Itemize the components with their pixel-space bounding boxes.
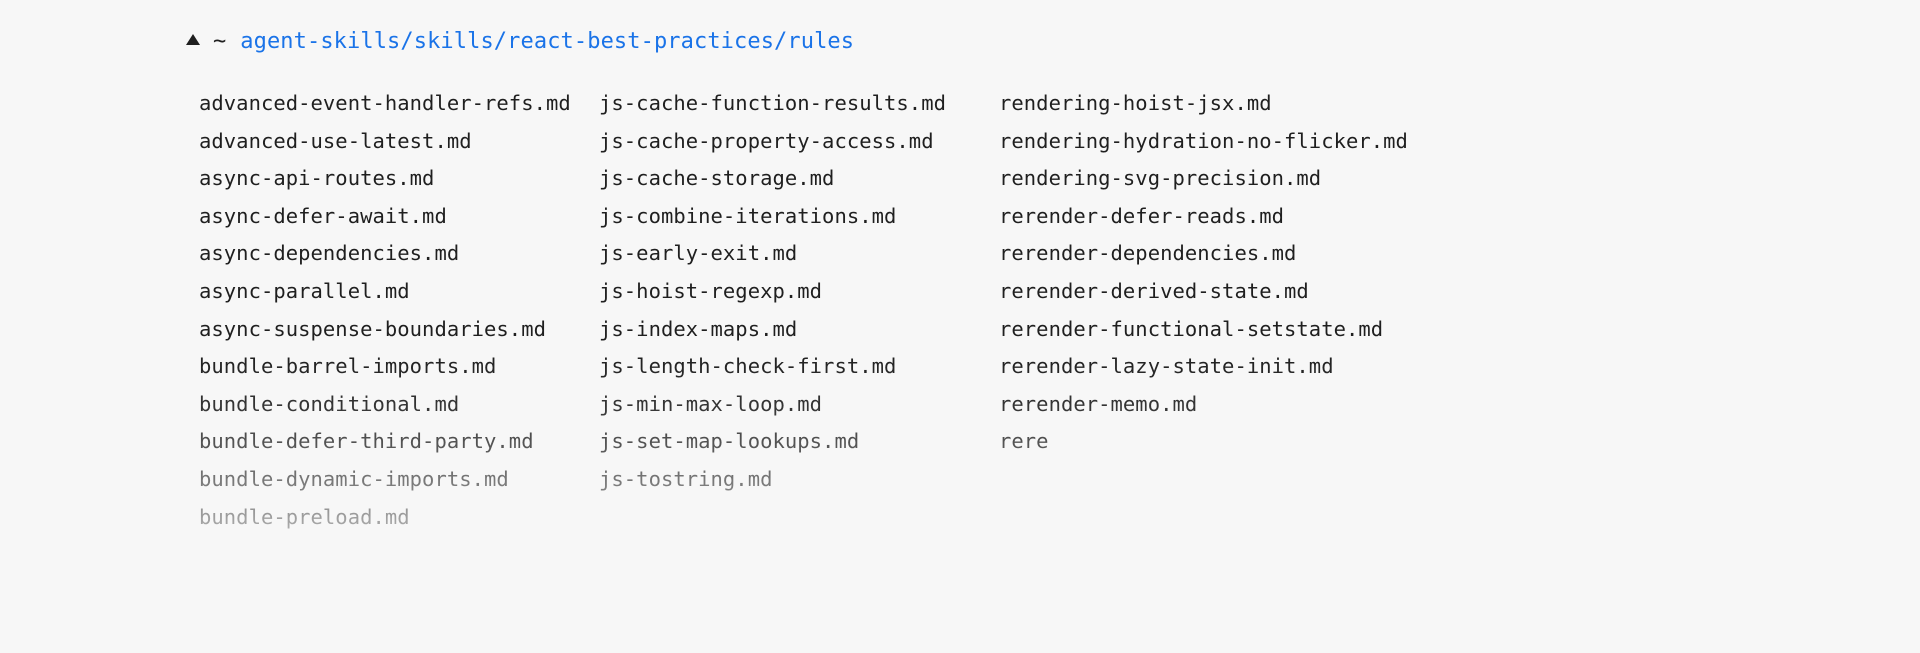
file-entry[interactable]: bundle-conditional.md <box>199 391 460 416</box>
file-column-2: js-cache-function-results.md js-cache-pro… <box>599 85 999 536</box>
file-entry[interactable]: async-defer-await.md <box>199 203 447 228</box>
file-entry[interactable]: js-tostring.md <box>599 466 773 491</box>
file-column-3: rendering-hoist-jsx.md rendering-hydratio… <box>999 85 1499 536</box>
file-columns: advanced-event-handler-refs.md advanced-u… <box>199 85 1899 536</box>
file-entry[interactable]: bundle-preload.md <box>199 504 410 529</box>
file-column-1: advanced-event-handler-refs.md advanced-u… <box>199 85 599 536</box>
file-entry[interactable]: async-parallel.md <box>199 278 410 303</box>
file-entry[interactable]: async-dependencies.md <box>199 241 460 266</box>
file-entry[interactable]: rerender-defer-reads.md <box>999 203 1285 228</box>
file-entry[interactable]: js-combine-iterations.md <box>599 203 897 228</box>
directory-path-link[interactable]: agent-skills/skills/react-best-practices… <box>240 29 855 54</box>
file-entry[interactable]: js-index-maps.md <box>599 316 798 341</box>
file-entry[interactable]: rerender-derived-state.md <box>999 278 1309 303</box>
file-entry[interactable]: rerender-dependencies.md <box>999 241 1297 266</box>
file-entry[interactable]: rendering-hoist-jsx.md <box>999 91 1272 115</box>
home-tilde-symbol: ~ <box>213 29 227 54</box>
file-entry[interactable]: js-cache-function-results.md <box>599 91 946 115</box>
file-entry[interactable]: rerender-functional-setstate.md <box>999 316 1384 341</box>
file-entry[interactable]: rendering-svg-precision.md <box>999 166 1322 191</box>
breadcrumb: ~ agent-skills/skills/react-best-practic… <box>186 31 854 61</box>
file-entry[interactable]: js-cache-property-access.md <box>599 128 934 153</box>
file-entry[interactable]: async-api-routes.md <box>199 166 435 191</box>
file-entry[interactable]: js-hoist-regexp.md <box>599 278 823 303</box>
file-entry[interactable]: advanced-event-handler-refs.md <box>199 91 571 115</box>
file-entry[interactable]: js-cache-storage.md <box>599 166 835 191</box>
triangle-up-icon[interactable] <box>186 34 200 45</box>
file-entry[interactable]: advanced-use-latest.md <box>199 128 472 153</box>
file-entry[interactable]: rerender-memo.md <box>999 391 1198 416</box>
file-entry[interactable]: js-length-check-first.md <box>599 354 897 379</box>
file-entry[interactable]: bundle-barrel-imports.md <box>199 354 497 379</box>
file-entry[interactable]: async-suspense-boundaries.md <box>199 316 546 341</box>
file-entry[interactable]: bundle-defer-third-party.md <box>199 429 534 454</box>
file-entry[interactable]: rerender-lazy-state-init.md <box>999 354 1334 379</box>
file-entry[interactable]: rere <box>999 429 1049 454</box>
file-entry[interactable]: bundle-dynamic-imports.md <box>199 466 509 491</box>
file-entry[interactable]: js-min-max-loop.md <box>599 391 823 416</box>
file-entry[interactable]: js-early-exit.md <box>599 241 798 266</box>
file-entry[interactable]: rendering-hydration-no-flicker.md <box>999 128 1408 153</box>
file-entry[interactable]: js-set-map-lookups.md <box>599 429 860 454</box>
